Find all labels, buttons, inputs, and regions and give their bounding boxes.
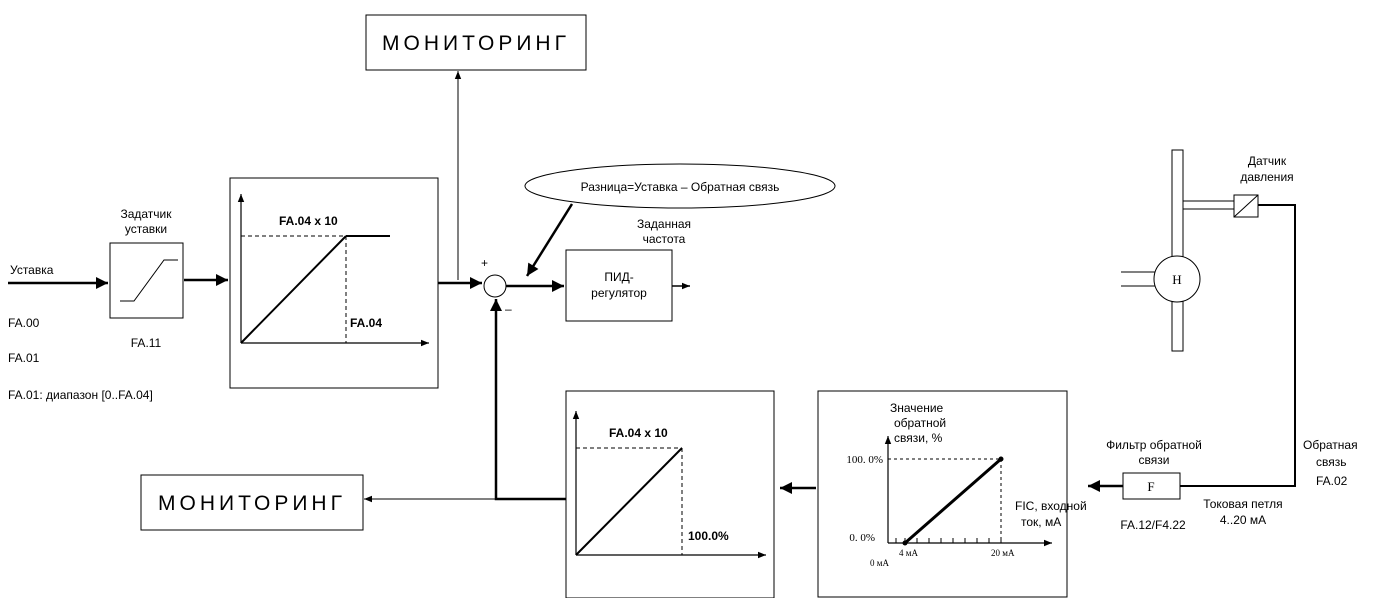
- summing-junction: [483, 274, 507, 298]
- filter-param: FA.12/F4.22: [1120, 518, 1186, 532]
- monitor-bottom-label: МОНИТОРИНГ: [158, 492, 346, 515]
- curve-y100-label: 100. 0%: [846, 454, 883, 466]
- monitor-top-box: МОНИТОРИНГ: [365, 14, 587, 71]
- pump-symbol: H: [1172, 272, 1181, 287]
- monitor-bottom-box: МОНИТОРИНГ: [140, 474, 364, 531]
- sensor-label-2: давления: [1240, 170, 1293, 184]
- curve-x0-label: 0 мА: [870, 558, 889, 568]
- setpoint-scaling-block: [229, 177, 439, 389]
- monitor-top-label: МОНИТОРИНГ: [382, 32, 570, 55]
- sum-minus-sign: –: [505, 302, 512, 316]
- difference-ellipse: [524, 163, 836, 209]
- feedback-label-2: связь: [1316, 455, 1347, 469]
- sensor-label-1: Датчик: [1248, 154, 1287, 168]
- filter-label-2: связи: [1139, 453, 1170, 467]
- pump-pipe-assembly: [1121, 149, 1234, 352]
- feedback-scaling-block: [565, 390, 775, 598]
- feedback-to-sum-arrow: [490, 299, 566, 501]
- difference-note: Разница=Уставка – Обратная связь: [581, 180, 780, 194]
- curve-ylabel-1: Значение: [890, 401, 944, 415]
- pump-circle: [1153, 255, 1201, 303]
- pid-controller-block: [565, 249, 673, 322]
- feedback-signal-wire: [1180, 204, 1296, 487]
- feedback-scaling-x-label: 100.0%: [688, 529, 729, 543]
- param-fa00: FA.00: [8, 316, 40, 330]
- curve-xlabel-1: FIC, входной: [1015, 499, 1087, 513]
- feedback-scaling-top-label: FA.04 x 10: [609, 426, 668, 440]
- filter-block: [1122, 472, 1181, 500]
- filter-label-1: Фильтр обратной: [1106, 438, 1202, 452]
- current-loop-label-2: 4..20 мА: [1220, 513, 1266, 527]
- curve-x4-label: 4 мА: [899, 548, 918, 558]
- pid-label-2: регулятор: [591, 286, 647, 300]
- setpoint-scaling-top-label: FA.04 x 10: [279, 214, 338, 228]
- feedback-curve-block: [817, 390, 1068, 598]
- sum-plus-sign: +: [481, 256, 488, 270]
- current-loop-label-1: Токовая петля: [1203, 497, 1282, 511]
- pressure-sensor: [1233, 194, 1259, 218]
- setpoint-generator-block: [109, 242, 184, 319]
- target-frequency-label-2: частота: [643, 232, 686, 246]
- pid-label-1: ПИД-: [604, 270, 633, 284]
- setpoint-input-label: Уставка: [10, 263, 54, 277]
- difference-pointer-arrow: [525, 203, 574, 277]
- target-frequency-label-1: Заданная: [637, 217, 691, 231]
- setpoint-scaling-x-label: FA.04: [350, 316, 382, 330]
- curve-ylabel-2: обратной: [894, 416, 946, 430]
- param-fa01: FA.01: [8, 351, 40, 365]
- curve-ylabel-3: связи, %: [894, 431, 943, 445]
- setpoint-generator-param: FA.11: [131, 336, 162, 350]
- feedback-param: FA.02: [1316, 474, 1348, 488]
- curve-xlabel-2: ток, мА: [1021, 515, 1061, 529]
- filter-symbol: F: [1147, 479, 1154, 494]
- feedback-label-1: Обратная: [1303, 438, 1358, 452]
- setpoint-generator-label-1: Задатчик: [120, 207, 172, 221]
- param-fa01-range: FA.01: диапазон [0..FA.04]: [8, 388, 153, 402]
- setpoint-generator-label-2: уставки: [125, 222, 167, 236]
- curve-y0-label: 0. 0%: [849, 532, 875, 544]
- curve-x20-label: 20 мА: [991, 548, 1015, 558]
